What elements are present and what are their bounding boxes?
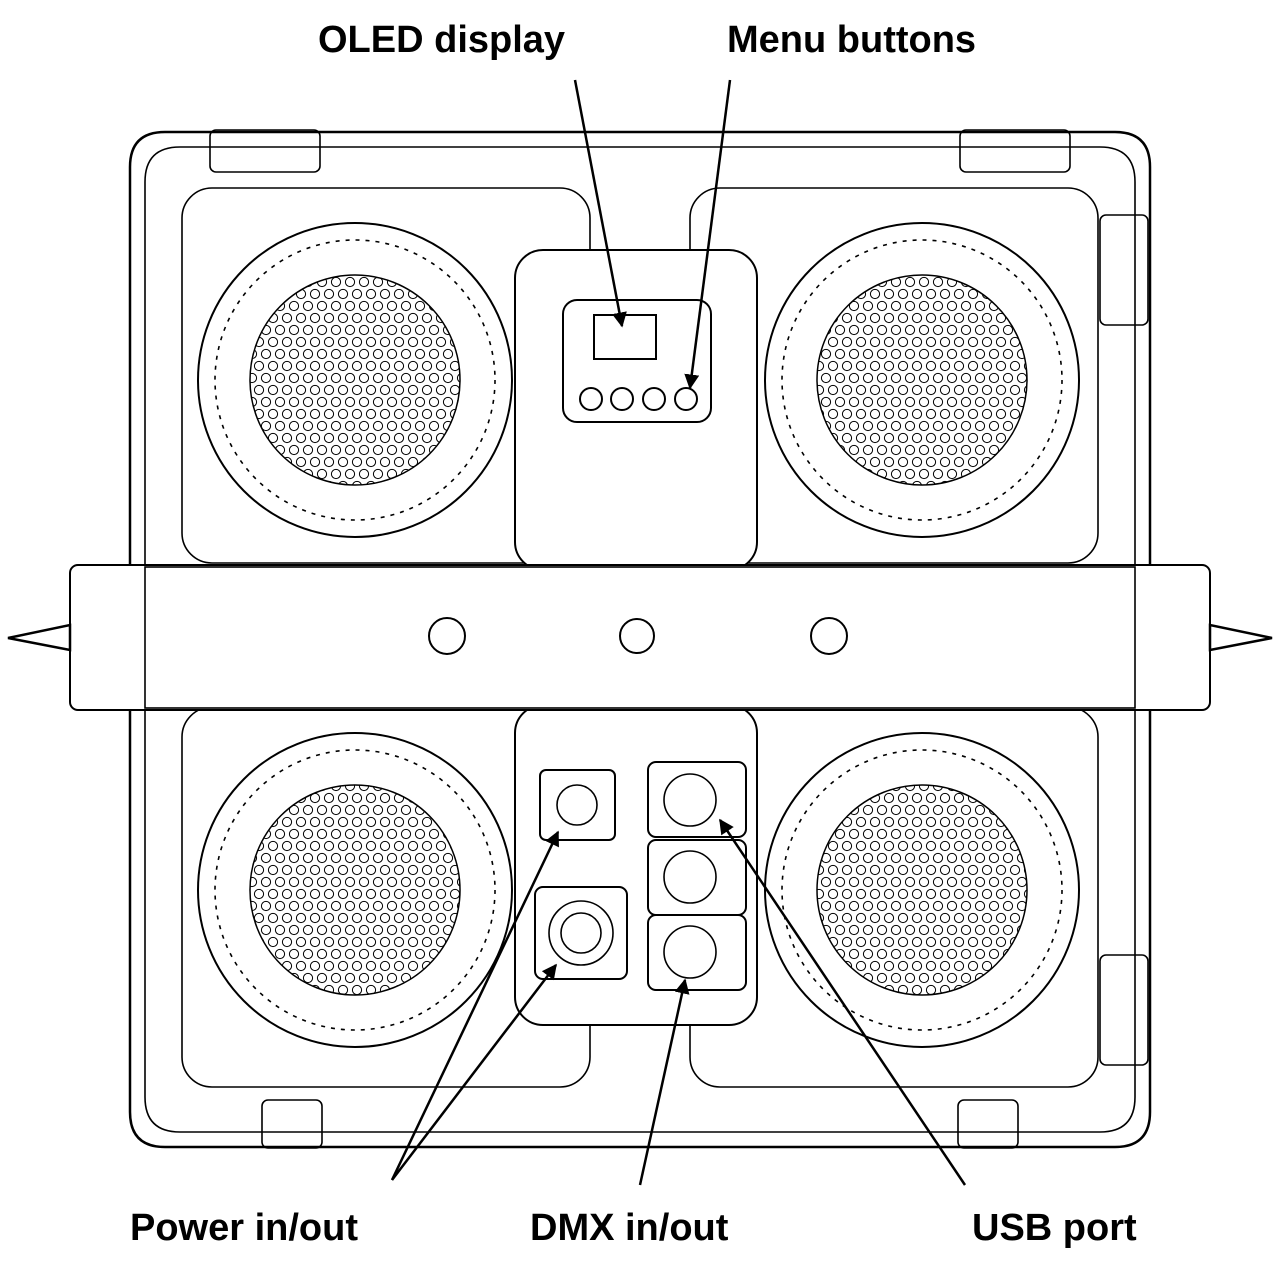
lens-top-right [764,222,1080,538]
leader-lines [390,79,967,1186]
yoke-bar [7,564,1273,711]
fixture-housing [128,129,1152,1149]
lens-top-left [197,222,513,538]
label-oled-display: OLED display [318,19,565,61]
menu-button-1 [579,387,603,411]
lens-bottom-left [197,732,513,1048]
mount-hole-right [810,617,848,655]
power-in-connector [539,769,616,841]
menu-button-2 [610,387,634,411]
label-power-in-out: Power in/out [130,1207,358,1249]
mount-hole-left [428,617,466,655]
menu-button-4 [674,387,698,411]
menu-button-3 [642,387,666,411]
center-hole [619,618,655,654]
label-menu-buttons: Menu buttons [727,19,976,61]
oled-display-screen [593,314,657,360]
lens-bottom-right [764,732,1080,1048]
label-usb-port: USB port [972,1207,1137,1249]
label-dmx-in-out: DMX in/out [530,1207,729,1249]
connectors [534,761,747,991]
